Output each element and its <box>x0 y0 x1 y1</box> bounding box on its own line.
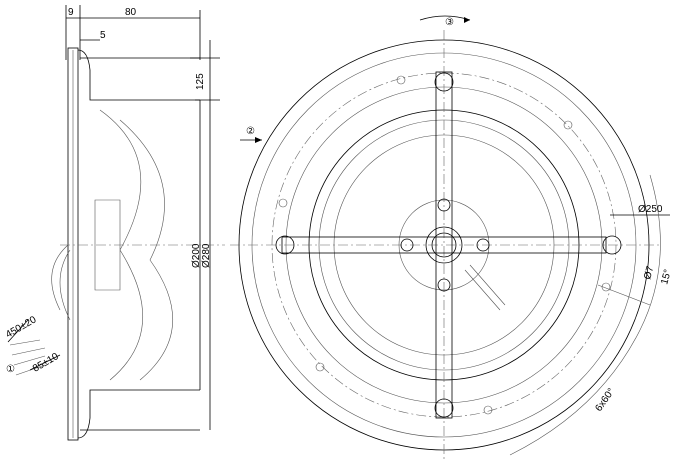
callout-airflow: ② <box>246 126 255 137</box>
callout-cable: ① <box>6 364 15 375</box>
dim-hole: Ø7 <box>642 265 656 281</box>
dim-offset: 5 <box>100 30 106 41</box>
dim-flange: 9 <box>68 7 74 18</box>
dim-pattern: 6x60° <box>593 386 617 413</box>
dim-bolt-circle: Ø250 <box>638 204 663 215</box>
dim-dia-outer: Ø280 <box>201 243 212 268</box>
dim-cable-length: 450±20 <box>4 314 39 340</box>
front-view <box>230 15 670 460</box>
dim-wire-strip: 85±10 <box>31 351 61 375</box>
dim-depth: 80 <box>125 7 137 18</box>
dim-dia-inner: Ø200 <box>191 243 202 268</box>
callout-rotation: ③ <box>445 17 454 28</box>
dim-height: 125 <box>195 73 206 90</box>
side-view <box>7 5 225 441</box>
dim-angle: 15° <box>659 268 674 285</box>
